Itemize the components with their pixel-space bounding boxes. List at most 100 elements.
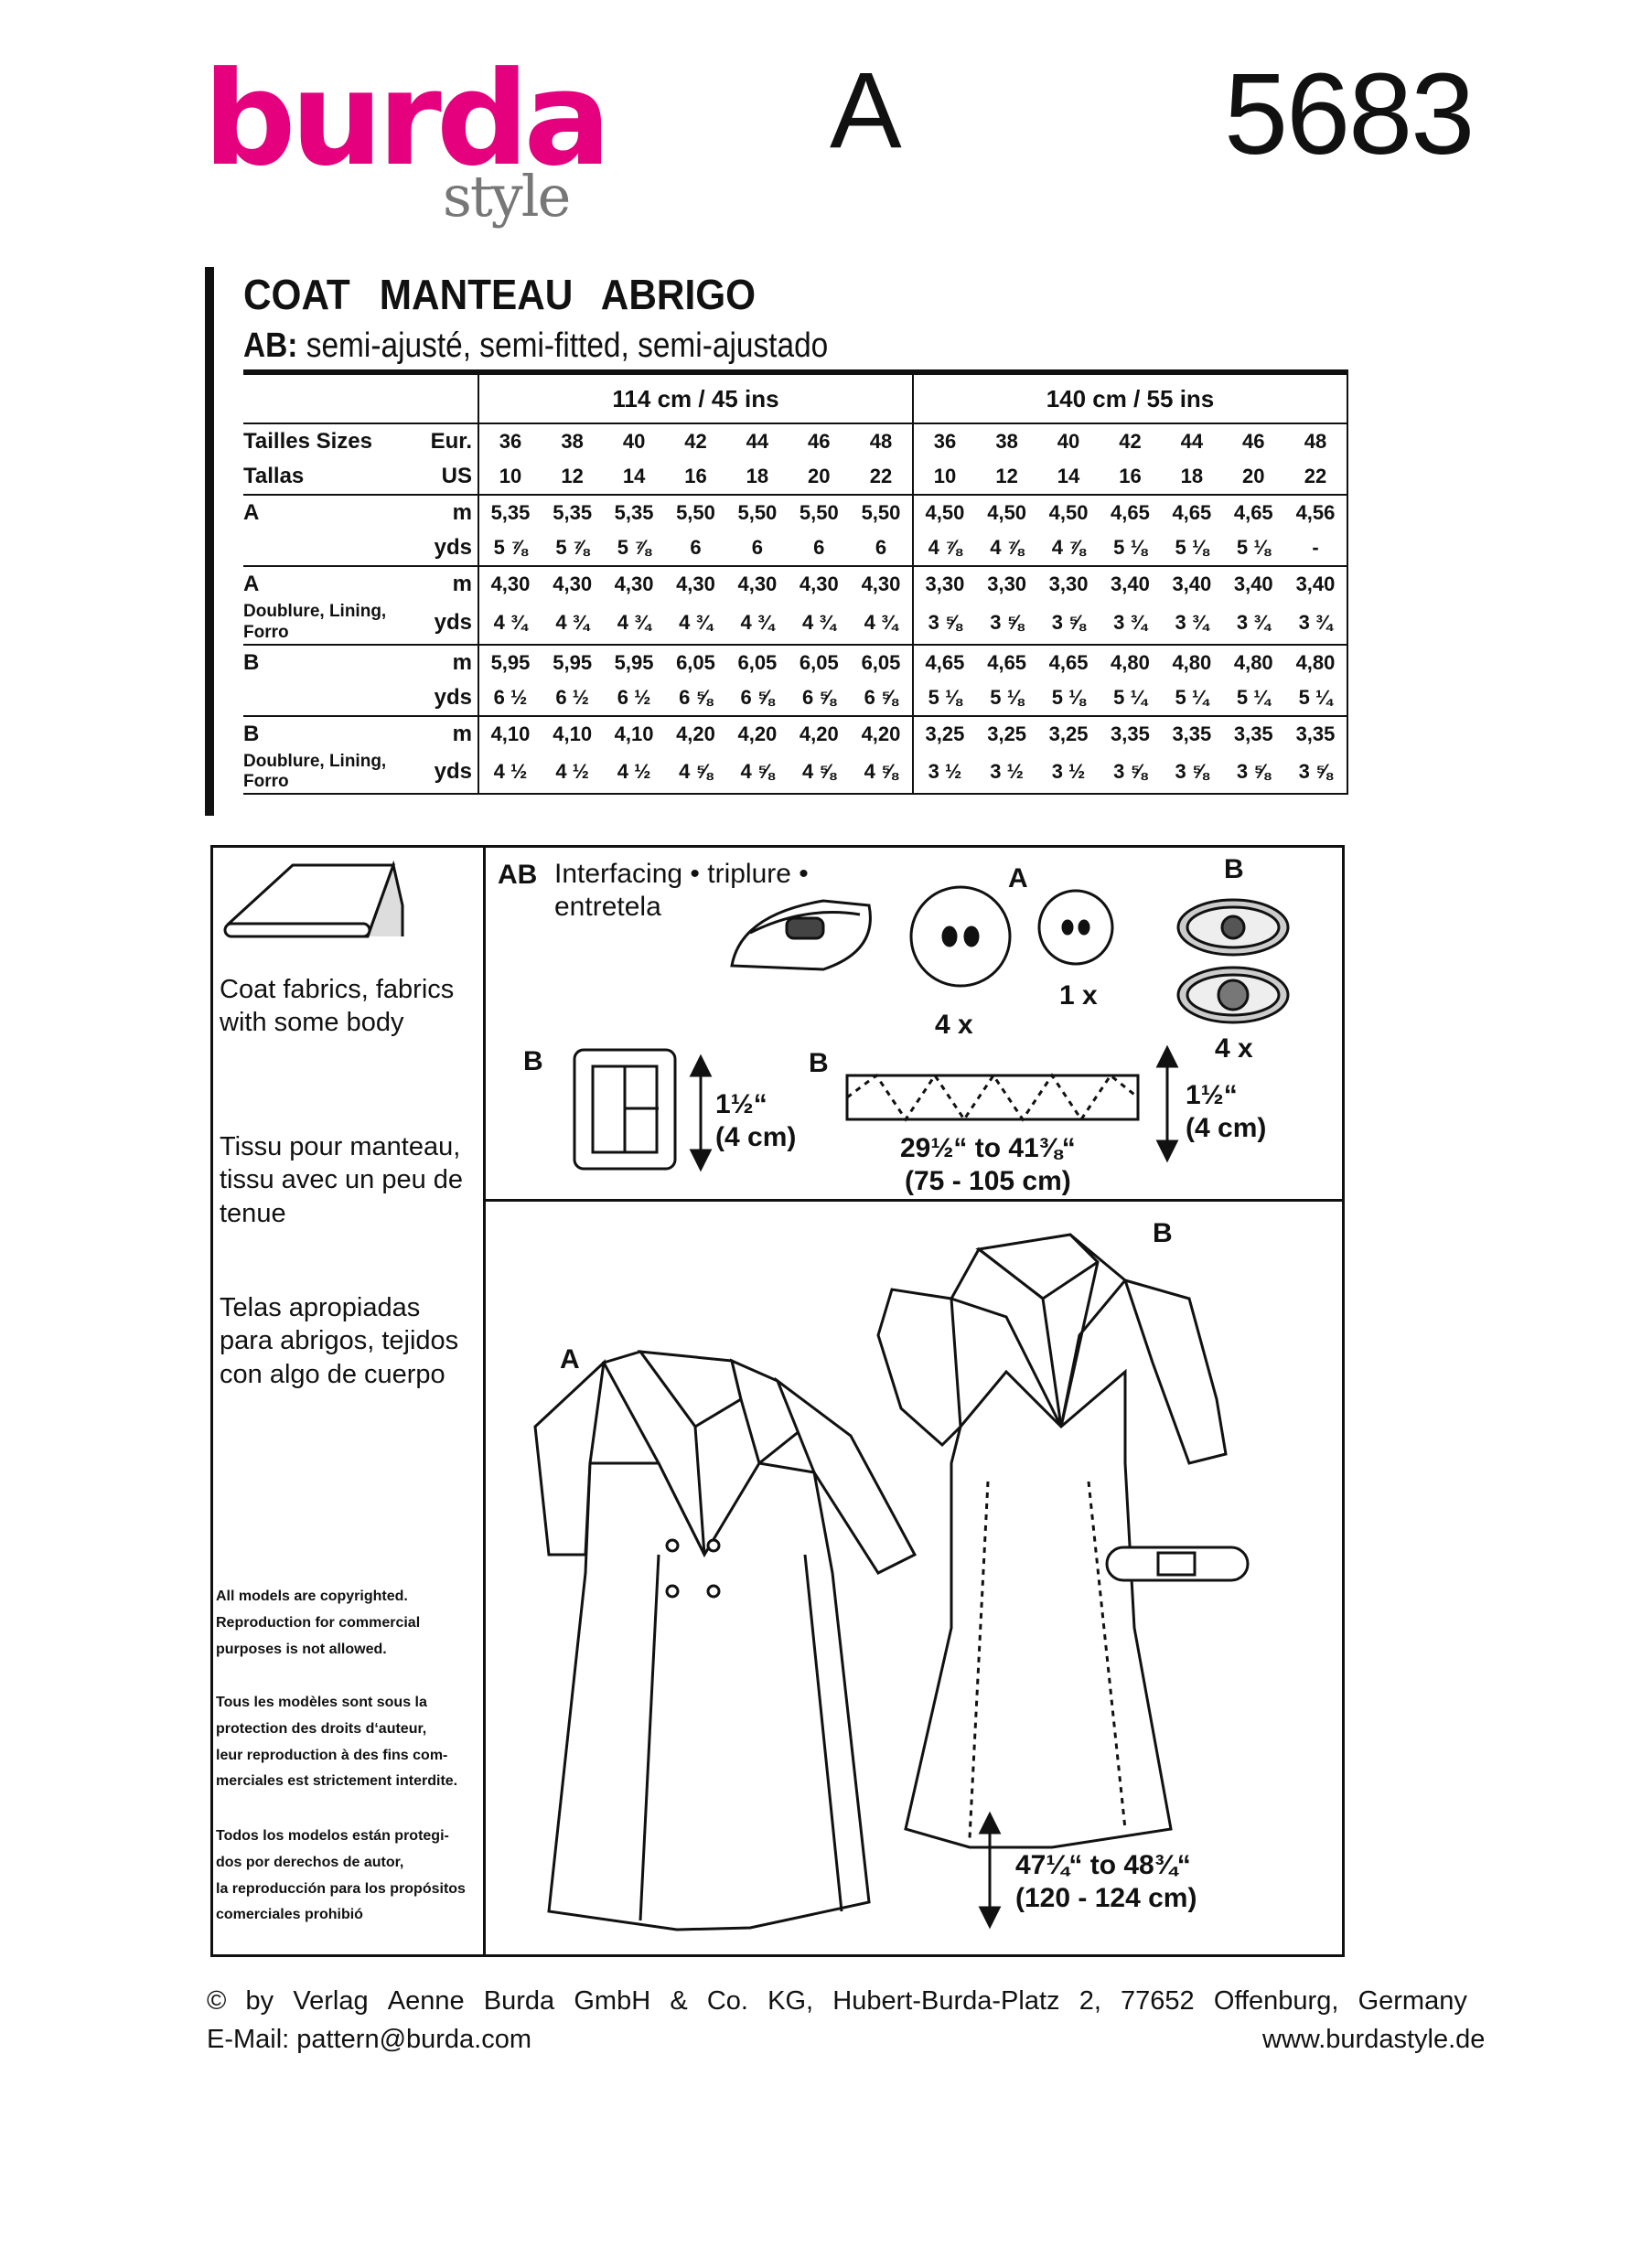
footer-word: Co. xyxy=(706,1986,748,2016)
unit-m: m xyxy=(408,565,479,602)
us-size-cell: 16 xyxy=(1119,465,1142,487)
yard-cell: 5 ¼ xyxy=(1113,685,1147,709)
coat-view-a-drawing xyxy=(533,1350,918,1931)
yard-cell: 3 ¾ xyxy=(1175,610,1209,634)
footer-word: Burda xyxy=(483,1986,555,2016)
meter-cell: 4,30 xyxy=(478,565,542,602)
yard-cell: 3 ½ xyxy=(975,751,1038,796)
row-sub-label: Doublure, Lining, Forro xyxy=(243,751,408,796)
yard-cell: 3 ½ xyxy=(1037,751,1100,796)
yard-cell: 4 ⅝ xyxy=(850,751,913,796)
footer-word: KG, xyxy=(767,1986,814,2016)
snaps-qty: 4 x xyxy=(1215,1033,1253,1064)
eur-size-cell: 42 xyxy=(664,423,727,459)
meter-cell: 4,10 xyxy=(478,714,542,752)
meter-cell: 6,05 xyxy=(788,643,850,680)
us-size-cell: 14 xyxy=(622,465,646,487)
yard-cell: 3 ⅝ xyxy=(1099,751,1162,796)
belting-length: 29½“ to 41⅜“ (75 - 105 cm) xyxy=(900,1133,1076,1196)
notions-panel xyxy=(210,845,1345,1957)
footer-email: E-Mail: pattern@burda.com xyxy=(207,2025,532,2054)
meter-cell: 4,65 xyxy=(911,643,976,680)
fabric-en: Coat fabrics, fabrics with some body xyxy=(220,975,455,1038)
eur-size-cell: 40 xyxy=(1037,423,1100,459)
yard-cell: 5 ⅛ xyxy=(1175,536,1209,559)
footer-word: © xyxy=(207,1986,227,2016)
copyright-fr: Tous les modèles sont sous la protection… xyxy=(216,1695,458,1790)
meter-cell: 4,80 xyxy=(1283,643,1349,680)
yard-cell: 3 ⅝ xyxy=(990,610,1024,634)
footer-word: 2, xyxy=(1079,1986,1101,2016)
yard-cell: 5 ⅛ xyxy=(911,679,976,716)
footer-word: Verlag xyxy=(293,1986,369,2016)
meter-cell: 4,80 xyxy=(1161,643,1223,680)
yard-cell: 4 ½ xyxy=(478,751,542,796)
meter-cell: 4,30 xyxy=(788,565,850,602)
meter-cell: 4,65 xyxy=(1037,643,1100,680)
us-size-cell: 18 xyxy=(746,465,769,487)
meter-cell: 3,40 xyxy=(1283,565,1349,602)
buckle-size: 1½“ (4 cm) xyxy=(715,1089,797,1152)
yard-cell: 5 ¼ xyxy=(1283,679,1349,716)
length-info: AB: 47¼“ to 48¾“ (120 - 124 cm) xyxy=(1015,1817,1197,1913)
footer-word: Offenburg, xyxy=(1213,1986,1339,2016)
belting-width: 1½“ (4 cm) xyxy=(1186,1080,1267,1143)
eur-size-cell: 42 xyxy=(1099,423,1162,459)
footer-word: Germany xyxy=(1358,1986,1467,2016)
buckle-view: B xyxy=(523,1046,543,1076)
meter-cell: 4,20 xyxy=(664,714,727,752)
row-view-label: B xyxy=(243,714,408,752)
eur-size-cell: 38 xyxy=(975,423,1038,459)
yard-cell: 4 ¾ xyxy=(864,610,898,634)
meter-cell: 4,56 xyxy=(1283,494,1349,530)
yard-cell: 6 ⅝ xyxy=(801,685,836,709)
meter-cell: 4,50 xyxy=(911,494,976,530)
meter-cell: 4,10 xyxy=(541,714,604,752)
meter-cell: 3,40 xyxy=(1222,565,1284,602)
yard-cell: 4 ⅞ xyxy=(990,536,1024,559)
eur-size-cell: 40 xyxy=(603,423,665,459)
yard-cell: 6 ½ xyxy=(493,685,528,709)
yard-cell: 5 ⅞ xyxy=(617,536,651,559)
logo-brand-sub: style xyxy=(443,163,571,230)
footer-word: GmbH xyxy=(574,1986,651,2016)
footer-website: www.burdastyle.de xyxy=(1262,2025,1486,2054)
meter-cell: 5,35 xyxy=(603,494,665,530)
yard-cell: 4 ⅞ xyxy=(1051,536,1086,559)
footer-word: & xyxy=(670,1986,688,2016)
pattern-number: 5683 xyxy=(1224,49,1475,178)
view-a-label: A xyxy=(560,1344,580,1375)
yard-cell: 4 ¾ xyxy=(493,610,528,634)
yard-cell: 6 ½ xyxy=(617,685,651,709)
yard-cell: 6 xyxy=(813,536,825,559)
fabric-fr: Tissu pour manteau, tissu avec un peu de… xyxy=(220,1132,464,1228)
yard-cell: 4 ¾ xyxy=(679,610,713,634)
meter-cell: 4,30 xyxy=(541,565,604,602)
tallas-label: Tallas xyxy=(243,464,305,488)
yard-cell: 4 ½ xyxy=(541,751,604,796)
footer-word: by xyxy=(245,1986,274,2016)
meter-cell: 5,50 xyxy=(850,494,913,530)
yard-cell: 5 ⅞ xyxy=(493,536,528,559)
meter-cell: 4,30 xyxy=(664,565,727,602)
width-140-header: 140 cm / 55 ins xyxy=(912,369,1349,423)
logo-brand: burda xyxy=(203,44,611,195)
copyright-en: All models are copyrighted. Reproduction… xyxy=(216,1589,421,1657)
title-bar xyxy=(205,267,214,816)
yard-cell: 3 ⅝ xyxy=(1283,751,1349,796)
meter-cell: 3,25 xyxy=(911,714,976,752)
yard-cell: 5 ¼ xyxy=(1236,685,1271,709)
us-size-cell: 18 xyxy=(1180,465,1204,487)
meter-cell: 5,95 xyxy=(541,643,604,680)
yard-cell: 5 ⅛ xyxy=(1236,536,1271,559)
yard-cell: 3 ⅝ xyxy=(1161,751,1223,796)
yard-cell: 3 ⅝ xyxy=(1222,751,1284,796)
belting-view: B xyxy=(809,1048,829,1078)
row-view-label: A xyxy=(243,565,408,602)
yard-cell: 6 ⅝ xyxy=(864,685,898,709)
yard-cell: 4 ¾ xyxy=(740,610,775,634)
eur-size-cell: 46 xyxy=(788,423,850,459)
unit-m: m xyxy=(408,643,479,680)
unit-yds: yds xyxy=(408,602,479,645)
row-view-label: A xyxy=(243,494,408,530)
